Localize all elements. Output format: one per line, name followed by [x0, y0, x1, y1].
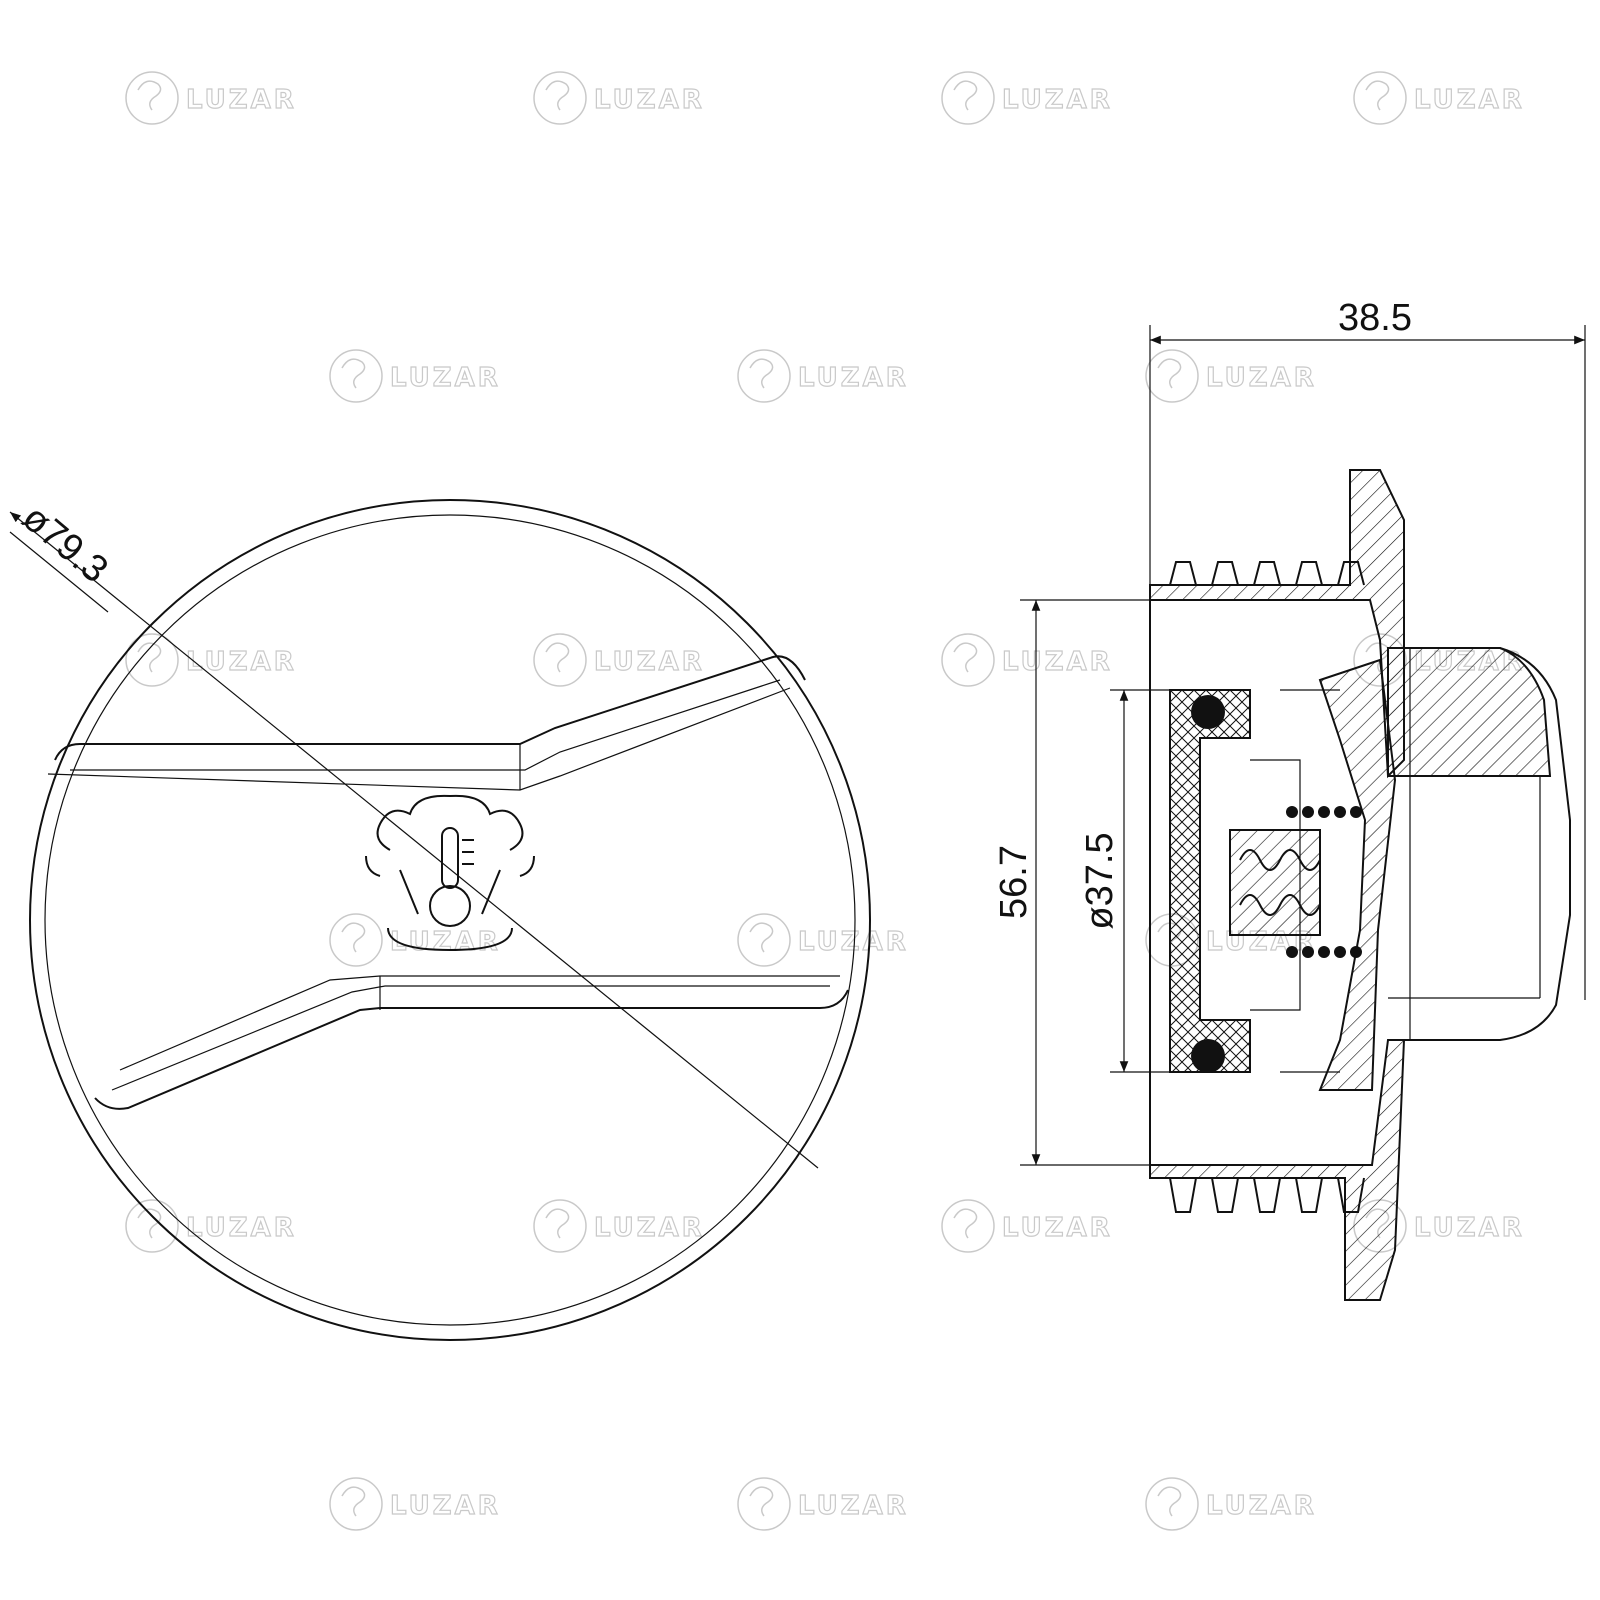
grip-lower-edge-inner [111, 985, 830, 1091]
watermark: LUZAR [125, 71, 297, 125]
watermark-text: LUZAR [594, 85, 705, 115]
grip-upper-edge-inner [70, 679, 781, 771]
grip-upper-face [47, 687, 791, 791]
watermark-text: LUZAR [1206, 363, 1317, 393]
valve-cover [1318, 658, 1397, 1091]
watermark-text: LUZAR [1002, 1213, 1113, 1243]
watermark: LUZAR [941, 633, 1113, 687]
cap-inner-rim [44, 514, 856, 1326]
thread-teeth-lower [1169, 1177, 1365, 1213]
diameter-leader [9, 531, 109, 613]
watermark-text: LUZAR [1414, 85, 1525, 115]
watermark: LUZAR [737, 913, 909, 967]
valve-stem [1229, 829, 1321, 936]
watermark-text: LUZAR [594, 1213, 705, 1243]
watermark: LUZAR [533, 1199, 705, 1253]
watermark: LUZAR [125, 1199, 297, 1253]
watermark-text: LUZAR [390, 1491, 501, 1521]
watermark-grid: LUZAR LUZAR LUZAR LUZAR LUZAR LUZAR LUZA… [125, 71, 1525, 1531]
cap-side-section-view: 38.5 56.7 ø37.5 [993, 297, 1586, 1301]
valve-spring [1239, 849, 1321, 916]
grip-lower-edge [94, 989, 849, 1110]
watermark: LUZAR [1145, 349, 1317, 403]
watermark: LUZAR [329, 349, 501, 403]
watermark: LUZAR [737, 1477, 909, 1531]
valve-guides [1250, 689, 1340, 1073]
watermark-text: LUZAR [390, 363, 501, 393]
watermark: LUZAR [329, 913, 501, 967]
watermark-text: LUZAR [390, 927, 501, 957]
watermark-text: LUZAR [1206, 1491, 1317, 1521]
cap-knob [1388, 647, 1571, 1041]
watermark: LUZAR [941, 1199, 1113, 1253]
watermark-text: LUZAR [1414, 1213, 1525, 1243]
watermark: LUZAR [125, 633, 297, 687]
watermark: LUZAR [533, 71, 705, 125]
watermark: LUZAR [1145, 1477, 1317, 1531]
watermark-text: LUZAR [1002, 647, 1113, 677]
coolant-temperature-warning-icon [365, 794, 535, 952]
watermark: LUZAR [1353, 71, 1525, 125]
watermark-text: LUZAR [186, 647, 297, 677]
watermark: LUZAR [737, 349, 909, 403]
seal-body [1169, 689, 1251, 1073]
grip-upper-edge [54, 655, 806, 761]
spring-coils-upper [1286, 806, 1362, 818]
knob-section-upper [1387, 647, 1552, 777]
cap-outer-rim [29, 499, 871, 1341]
cap-front-view: ø79.3 [9, 497, 871, 1341]
watermark: LUZAR [1353, 1199, 1525, 1253]
o-ring-upper [1191, 695, 1225, 729]
watermark-text: LUZAR [186, 85, 297, 115]
watermark-text: LUZAR [798, 1491, 909, 1521]
o-ring-lower [1191, 1039, 1225, 1073]
watermark: LUZAR [533, 633, 705, 687]
grip-lower-face [119, 975, 840, 1071]
diameter-dimension-line [9, 511, 819, 1169]
watermark: LUZAR [941, 71, 1113, 125]
watermark-text: LUZAR [594, 647, 705, 677]
inner-diameter-label: ø37.5 [1079, 832, 1121, 929]
watermark: LUZAR [329, 1477, 501, 1531]
depth-label: 38.5 [1338, 297, 1412, 339]
watermark-text: LUZAR [1002, 85, 1113, 115]
watermark-text: LUZAR [798, 927, 909, 957]
height-label: 56.7 [993, 845, 1035, 919]
watermark-text: LUZAR [798, 363, 909, 393]
thread-teeth-upper [1169, 561, 1365, 586]
watermark-text: LUZAR [186, 1213, 297, 1243]
